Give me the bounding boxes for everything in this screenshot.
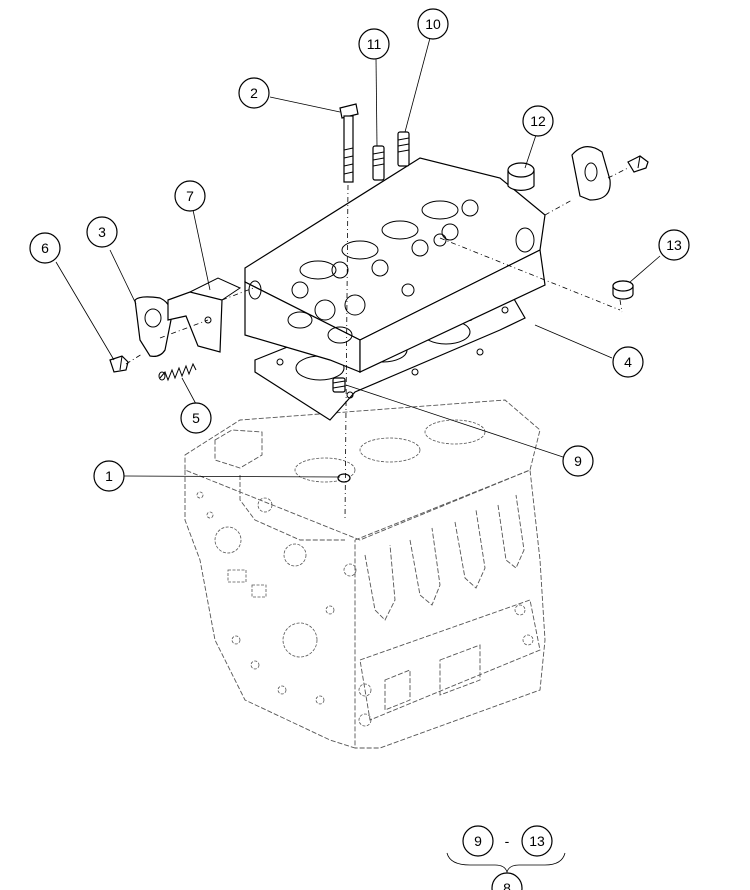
callout-6: 6 <box>29 232 61 264</box>
callout-label: 9 <box>574 453 582 469</box>
expansion-plug-12 <box>507 162 535 191</box>
callout-label: 10 <box>425 16 441 32</box>
plug-13 <box>612 280 634 300</box>
callout-label: 5 <box>192 410 200 426</box>
callout-13: 13 <box>658 229 690 261</box>
callout-label: 6 <box>41 240 49 256</box>
bolt-6 <box>109 355 129 373</box>
callout-label: 13 <box>666 237 682 253</box>
stud-10 <box>397 131 410 167</box>
head-bolt <box>339 103 359 183</box>
cylinder-head <box>244 157 546 373</box>
callout-11: 11 <box>358 28 390 60</box>
callout-label: 4 <box>624 354 632 370</box>
callout-label: 12 <box>530 113 546 129</box>
kit-from: 9 <box>474 833 482 849</box>
callout-3: 3 <box>86 216 118 248</box>
leader-lines <box>55 37 661 478</box>
callout-12: 12 <box>522 105 554 137</box>
dowel-9 <box>332 377 346 393</box>
kit-separator: - <box>505 833 510 849</box>
lifting-eye-right <box>571 146 611 201</box>
callout-label: 2 <box>250 85 258 101</box>
callout-label: 3 <box>98 224 106 240</box>
callout-label: 11 <box>367 36 382 52</box>
callout-2: 2 <box>238 77 270 109</box>
callout-label: 7 <box>186 188 194 204</box>
kit-label: 8 <box>503 880 511 890</box>
callout-7: 7 <box>174 180 206 212</box>
stud-11 <box>372 145 385 181</box>
engine-block <box>184 399 546 749</box>
lifting-eye-3 <box>134 296 172 357</box>
callout-9: 9 <box>562 445 594 477</box>
bracket-7 <box>167 277 242 353</box>
callout-label: 1 <box>105 468 113 484</box>
callout-1: 1 <box>93 460 125 492</box>
axis-lines <box>125 167 629 521</box>
callout-5: 5 <box>180 402 212 434</box>
kit-group: 9 - 13 8 <box>446 825 566 890</box>
kit-to: 13 <box>529 833 545 849</box>
callout-10: 10 <box>417 8 449 40</box>
bolt-right <box>627 155 649 173</box>
o-ring-1 <box>337 473 351 483</box>
callout-4: 4 <box>612 346 644 378</box>
spring-5 <box>158 362 197 382</box>
